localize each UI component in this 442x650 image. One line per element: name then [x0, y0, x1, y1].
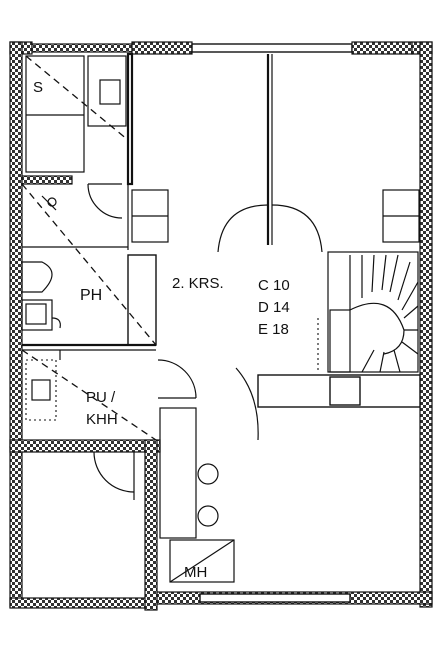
fixture-circle-bottom	[197, 505, 219, 527]
window-top-left	[31, 43, 133, 53]
room-code-d: D 14	[258, 299, 290, 316]
window-bottom	[199, 593, 351, 603]
bedroom-right-door-swing	[271, 204, 323, 253]
storage-label: MH	[184, 564, 207, 581]
bedroom-left-door-swing	[217, 204, 269, 253]
bathroom-label: PH	[80, 287, 102, 304]
lower-left-bedroom	[93, 451, 135, 500]
exterior-walls	[9, 41, 433, 609]
sink-icon	[21, 299, 53, 331]
bedroom-lower-door-swing	[93, 451, 135, 493]
sauna: S	[25, 55, 129, 219]
toilet-icon	[21, 261, 53, 293]
fixture-circle-top	[197, 463, 219, 485]
wardrobes	[131, 189, 420, 243]
storage: MH	[159, 407, 235, 583]
hall-door-swing	[235, 367, 259, 441]
sauna-door-swing	[87, 183, 123, 219]
staircase	[317, 251, 419, 373]
sauna-label: S	[33, 79, 43, 96]
shower-icon	[47, 197, 57, 207]
stair-handrail	[349, 302, 405, 355]
utility-label-line2: KHH	[86, 411, 118, 428]
interior-walls	[9, 52, 421, 611]
utility-label-line1: PU /	[86, 389, 116, 406]
bathroom-diagonal	[21, 183, 157, 346]
utility-room: PU / KHH	[21, 349, 197, 441]
boiler-icon	[31, 379, 51, 401]
window-top-right	[191, 43, 353, 53]
sauna-diagonal	[25, 55, 129, 141]
utility-diagonal	[21, 349, 157, 441]
room-code-e: E 18	[258, 321, 289, 338]
floor-label: 2. KRS.	[172, 275, 224, 292]
hallway: 2. KRS. C 10 D 14 E 18	[172, 204, 323, 441]
room-code-c: C 10	[258, 277, 290, 294]
bathroom: PH	[21, 183, 157, 346]
utility-door-swing	[157, 359, 197, 399]
